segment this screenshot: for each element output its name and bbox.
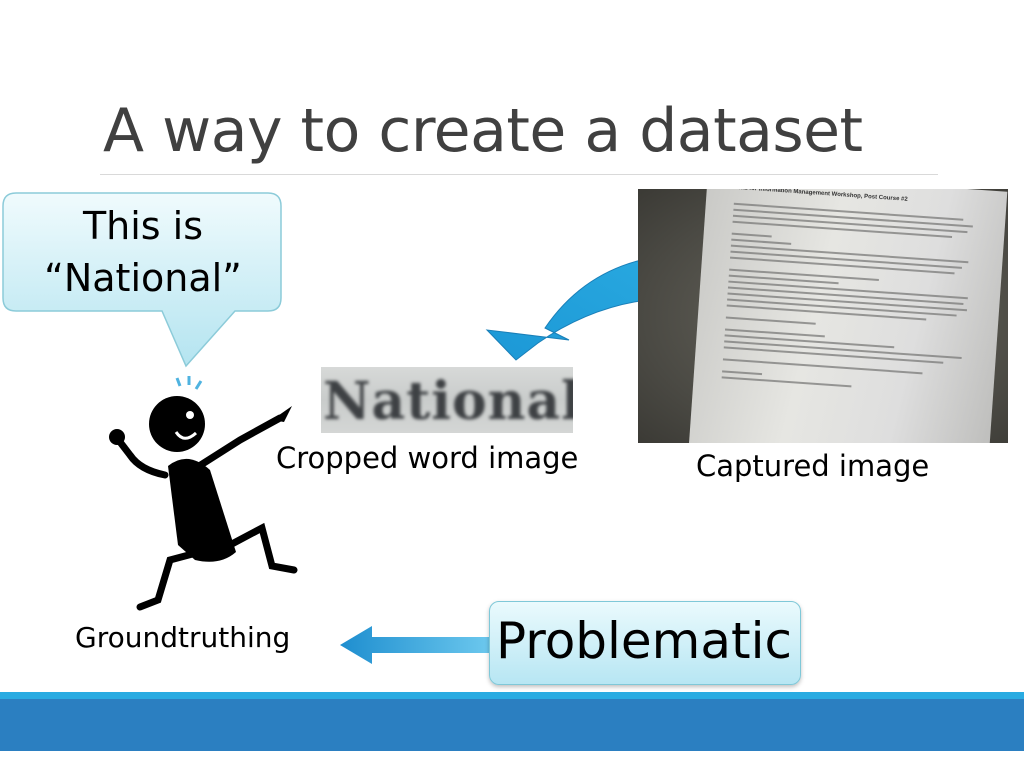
problematic-box — [489, 601, 801, 685]
cropped-word-text: National — [323, 371, 573, 432]
speech-bubble-text: This is “National” — [6, 200, 280, 304]
text-line — [722, 370, 763, 376]
title-divider — [100, 174, 938, 175]
captured-document-photo: XML for Information Management Workshop,… — [638, 189, 1008, 443]
text-line — [721, 376, 852, 388]
cropped-word-label: Cropped word image — [276, 441, 579, 475]
curved-arrow-icon — [485, 254, 673, 361]
document-heading: XML for Information Management Workshop,… — [734, 189, 908, 203]
problematic-label: Problematic — [495, 612, 793, 670]
text-line — [731, 238, 792, 245]
footer-bar — [0, 699, 1024, 751]
captured-image-label: Captured image — [696, 449, 930, 483]
text-line — [725, 316, 816, 325]
speech-bubble — [2, 192, 282, 368]
text-line — [731, 232, 772, 238]
footer-stripe — [0, 692, 1024, 699]
left-arrow-icon — [340, 626, 490, 664]
document-paper: XML for Information Management Workshop,… — [688, 189, 1008, 443]
footer-margin — [0, 751, 1024, 768]
slide-title: A way to create a dataset — [103, 96, 863, 166]
cropped-word-image: National — [321, 367, 573, 433]
groundtruthing-label: Groundtruthing — [75, 621, 291, 654]
speech-bubble-line-2: “National” — [44, 256, 242, 300]
stick-figure-pointing-icon — [109, 376, 298, 611]
speech-bubble-line-1: This is — [82, 204, 204, 248]
